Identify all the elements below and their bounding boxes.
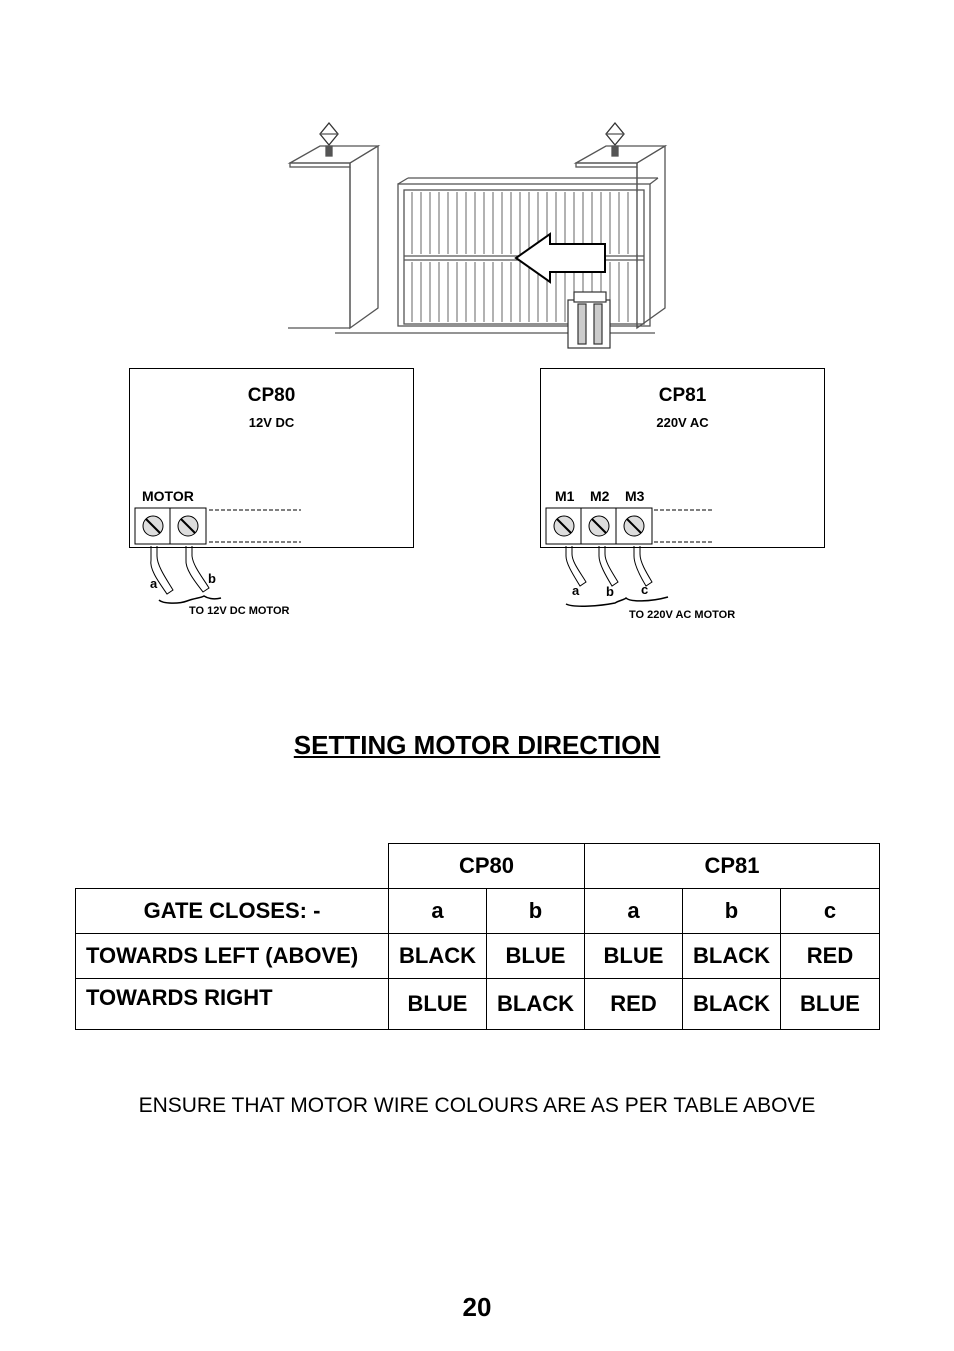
table-cell: a [584,888,683,934]
table-row: TOWARDS RIGHT BLUE BLACK RED BLACK BLUE [75,978,880,1030]
table-cell: RED [780,933,880,979]
table-cell: BLUE [388,978,487,1030]
left-lamp-icon [319,121,339,147]
table-cell: BLACK [388,933,487,979]
table-cell: BLUE [584,933,683,979]
cp81-wire-a-label: a [572,583,580,598]
cp81-wire-b-label: b [606,584,614,599]
left-arrow-icon [514,232,606,284]
table-cell: BLACK [682,933,781,979]
sliding-gate-illustration [287,121,668,349]
table-cell: c [780,888,880,934]
table-cell: RED [584,978,683,1030]
table-header-row: CP80 CP81 [75,843,880,889]
table-row: GATE CLOSES: - a b a b c [75,888,880,934]
table-row: TOWARDS LEFT (ABOVE) BLACK BLUE BLUE BLA… [75,933,880,979]
cp81-m1-label: M1 [555,488,575,504]
cp80-terminal-block [134,507,301,604]
cp81-m2-label: M2 [590,488,610,504]
cp81-wire-c-label: c [641,582,649,597]
cp81-motor-caption: TO 220V AC MOTOR [629,609,736,621]
table-cell: BLUE [486,933,585,979]
table-row-label: TOWARDS RIGHT [75,978,389,1030]
section-heading-text: SETTING MOTOR DIRECTION [293,730,661,760]
table-cell: a [388,888,487,934]
table-row-label: GATE CLOSES: - [75,888,389,934]
table-cell: b [682,888,781,934]
table-blank-cell [75,843,389,889]
table-row-label: TOWARDS LEFT (ABOVE) [75,933,389,979]
cp81-title: CP81 [658,385,707,406]
table-cell: b [486,888,585,934]
cp80-wire-b-label: b [208,571,216,586]
wire-colour-note: ENSURE THAT MOTOR WIRE COLOURS ARE AS PE… [138,1094,816,1117]
cp80-voltage: 12V DC [248,415,295,430]
cp80-title: CP80 [247,385,296,406]
section-heading: SETTING MOTOR DIRECTION [0,730,954,761]
table-group-header: CP81 [584,843,880,889]
cp81-voltage: 220V AC [656,415,709,430]
cp80-motor-caption: TO 12V DC MOTOR [189,605,290,617]
cp81-m3-label: M3 [625,488,645,504]
cp81-terminal-block [545,507,712,607]
table-group-header: CP80 [388,843,585,889]
table-cell: BLACK [682,978,781,1030]
cp80-motor-label: MOTOR [142,488,194,504]
table-cell: BLACK [486,978,585,1030]
cp80-wire-a-label: a [150,576,158,591]
page-number: 20 [462,1292,492,1322]
motor-direction-table: CP80 CP81 GATE CLOSES: - a b a b c TOWAR… [75,843,880,1030]
gate-motor-icon [567,291,611,349]
table-cell: BLUE [780,978,880,1030]
